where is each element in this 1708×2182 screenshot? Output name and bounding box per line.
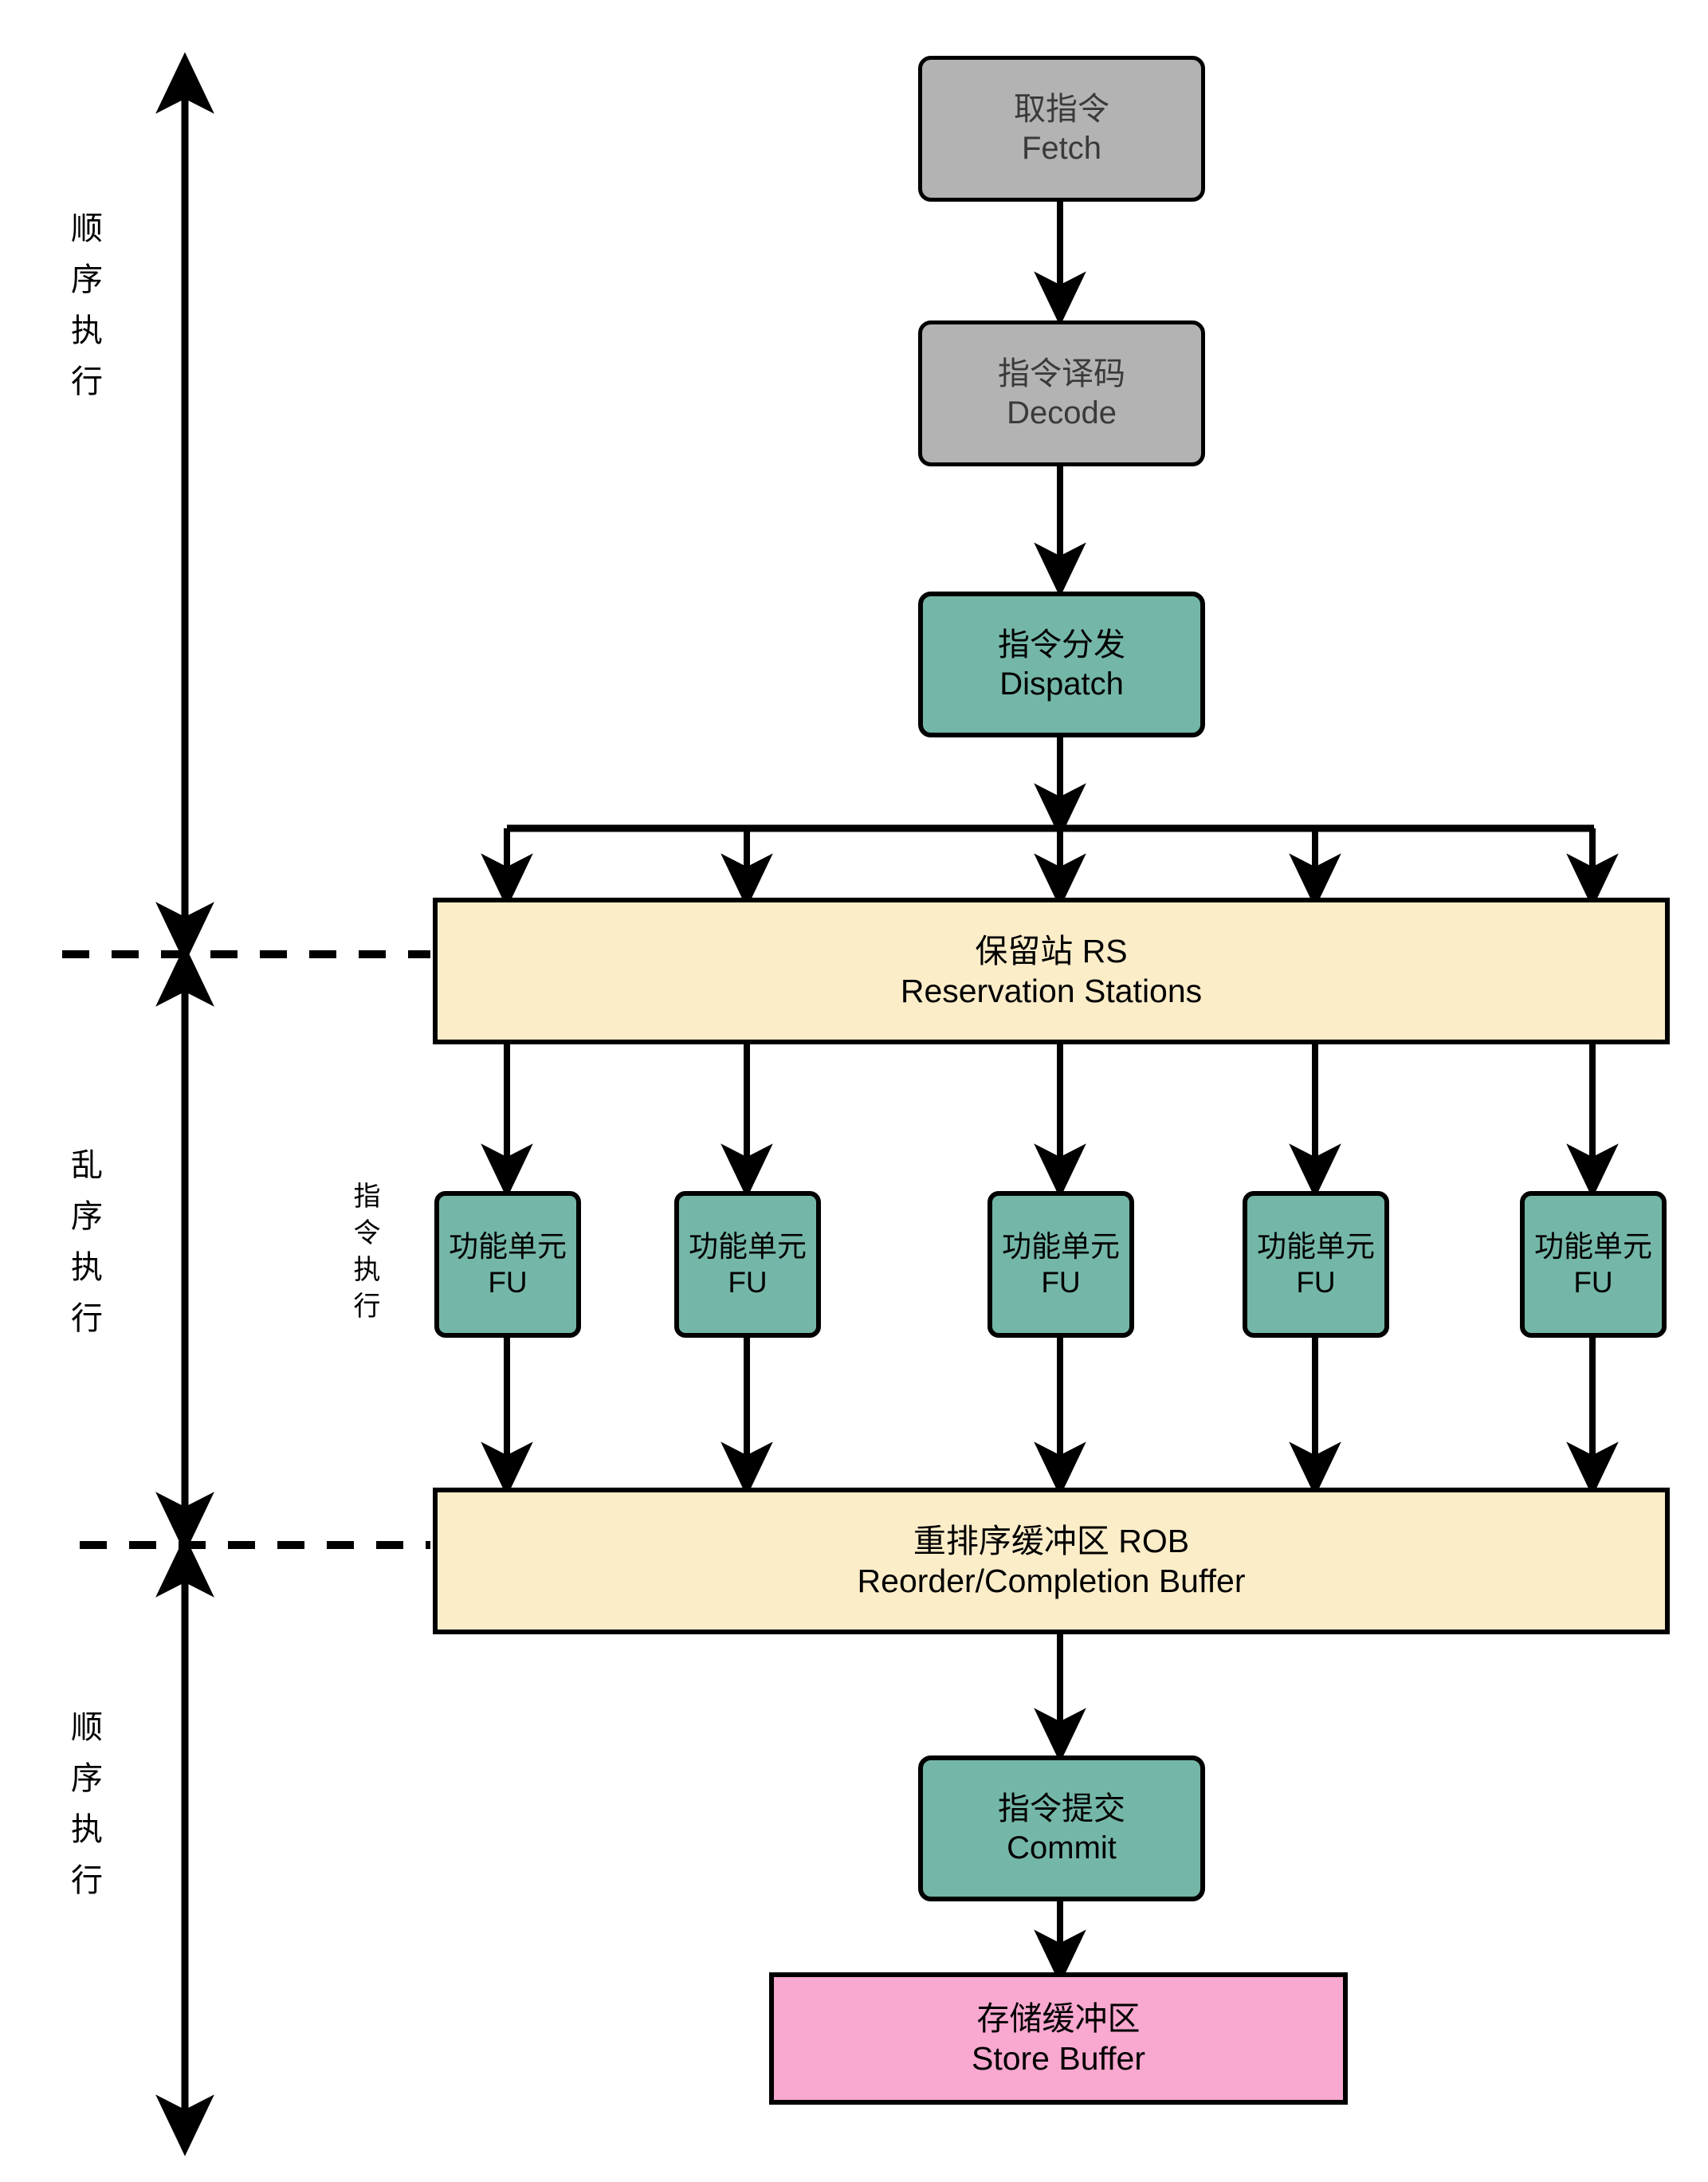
node-fu5-en: FU <box>1573 1266 1613 1299</box>
node-functional-unit-2[interactable]: 功能单元 FU <box>674 1191 821 1338</box>
node-fu5-zh: 功能单元 <box>1534 1229 1652 1263</box>
node-fu4-en: FU <box>1296 1266 1336 1299</box>
side-label-instruction-execution: 指令执行 <box>349 1181 379 1328</box>
node-commit-zh: 指令提交 <box>998 1791 1125 1826</box>
node-fu1-en: FU <box>488 1266 528 1299</box>
edges-rs-to-fu <box>481 1043 1619 1199</box>
node-dispatch[interactable]: 指令分发 Dispatch <box>918 592 1205 737</box>
node-commit-en: Commit <box>1007 1830 1117 1866</box>
node-functional-unit-1[interactable]: 功能单元 FU <box>434 1191 581 1338</box>
node-decode-en: Decode <box>1007 395 1117 431</box>
phase-boundary-dashed <box>62 950 430 1549</box>
node-fu3-zh: 功能单元 <box>1002 1229 1120 1263</box>
node-reorder-buffer[interactable]: 重排序缓冲区 ROB Reorder/Completion Buffer <box>433 1488 1670 1634</box>
node-decode-zh: 指令译码 <box>998 356 1125 391</box>
side-label-inorder-top: 顺序执行 <box>66 211 101 415</box>
node-reservation-stations[interactable]: 保留站 RS Reservation Stations <box>433 898 1670 1044</box>
node-store-buffer-en: Store Buffer <box>971 2040 1146 2077</box>
node-fetch-en: Fetch <box>1021 130 1102 166</box>
node-functional-unit-5[interactable]: 功能单元 FU <box>1520 1191 1667 1338</box>
node-rob-zh: 重排序缓冲区 ROB <box>913 1522 1190 1559</box>
node-fu2-zh: 功能单元 <box>689 1229 807 1263</box>
node-dispatch-en: Dispatch <box>999 666 1124 702</box>
node-functional-unit-3[interactable]: 功能单元 FU <box>987 1191 1134 1338</box>
node-fetch-zh: 取指令 <box>1014 91 1109 127</box>
node-fu3-en: FU <box>1041 1266 1081 1299</box>
node-fu4-zh: 功能单元 <box>1257 1229 1375 1263</box>
node-fetch[interactable]: 取指令 Fetch <box>918 56 1205 202</box>
side-label-inorder-bottom: 顺序执行 <box>66 1710 101 1914</box>
node-fu1-zh: 功能单元 <box>449 1229 567 1263</box>
node-rob-en: Reorder/Completion Buffer <box>857 1563 1246 1599</box>
node-rs-en: Reservation Stations <box>900 973 1203 1009</box>
side-label-out-of-order: 乱序执行 <box>66 1148 101 1352</box>
edges-fu-to-rob <box>481 1336 1619 1497</box>
edges-bus-to-rs <box>481 828 1619 909</box>
node-decode[interactable]: 指令译码 Decode <box>918 320 1205 466</box>
node-store-buffer[interactable]: 存储缓冲区 Store Buffer <box>769 1972 1348 2105</box>
node-fu2-en: FU <box>728 1266 768 1299</box>
node-commit[interactable]: 指令提交 Commit <box>918 1755 1205 1901</box>
node-dispatch-zh: 指令分发 <box>998 627 1125 662</box>
node-rs-zh: 保留站 RS <box>975 932 1128 969</box>
node-functional-unit-4[interactable]: 功能单元 FU <box>1243 1191 1389 1338</box>
node-store-buffer-zh: 存储缓冲区 <box>976 1999 1141 2037</box>
